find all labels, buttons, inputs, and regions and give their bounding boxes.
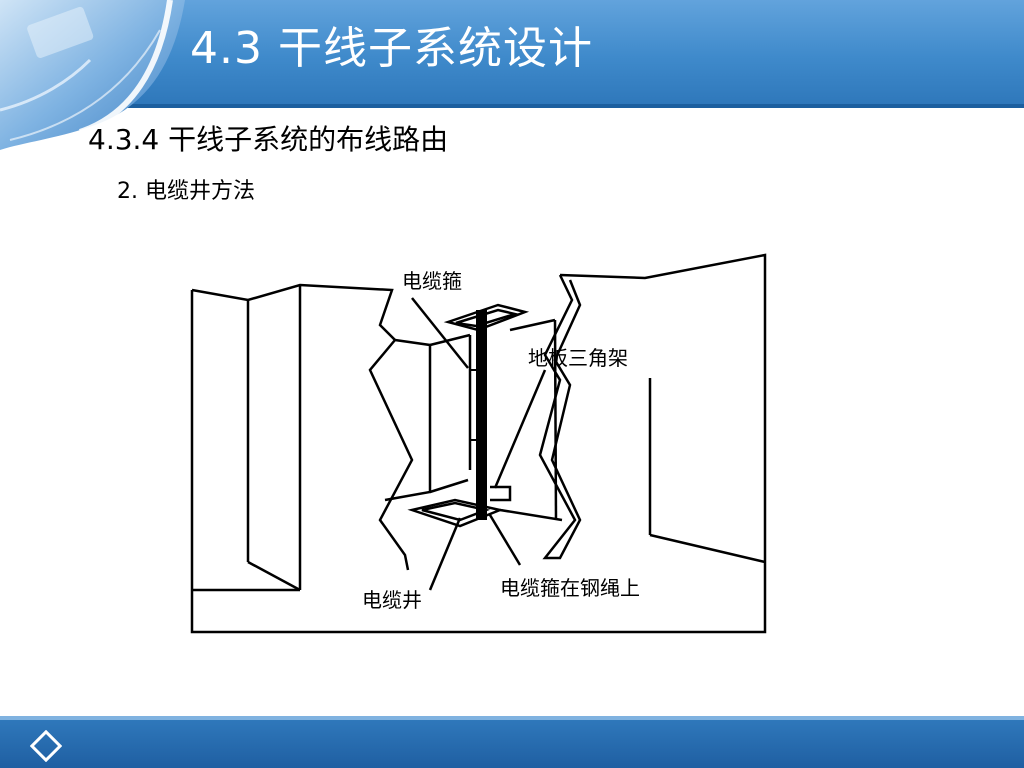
cable-shaft-opening — [407, 498, 505, 528]
bullet-point: 2. 电缆井方法 — [117, 179, 255, 204]
header-divider — [0, 104, 1024, 108]
right-wall-edge — [538, 274, 582, 560]
floor-bracket — [490, 485, 512, 502]
diagram-frame — [190, 253, 767, 634]
diamond-icon — [30, 730, 62, 762]
slide-title: 4.3 干线子系统设计 — [190, 23, 593, 74]
label-clamp-on-wire: 电缆箍在钢绳上 — [500, 576, 640, 600]
cable-riser — [476, 310, 487, 520]
section-subtitle: 4.3.4 干线子系统的布线路由 — [88, 123, 449, 156]
footer-divider — [0, 716, 1024, 720]
footer-bar — [0, 720, 1024, 768]
left-wall — [191, 283, 414, 571]
laptop-keyboard-image — [0, 0, 185, 150]
label-cable-clamp: 电缆箍 — [402, 269, 462, 293]
back-wall — [384, 338, 432, 502]
label-floor-bracket: 地板三角架 — [528, 346, 628, 370]
label-cable-shaft: 电缆井 — [362, 588, 422, 612]
cable-shaft-diagram: 电缆箍 地板三角架 电缆井 电缆箍在钢绳上 — [190, 253, 767, 634]
